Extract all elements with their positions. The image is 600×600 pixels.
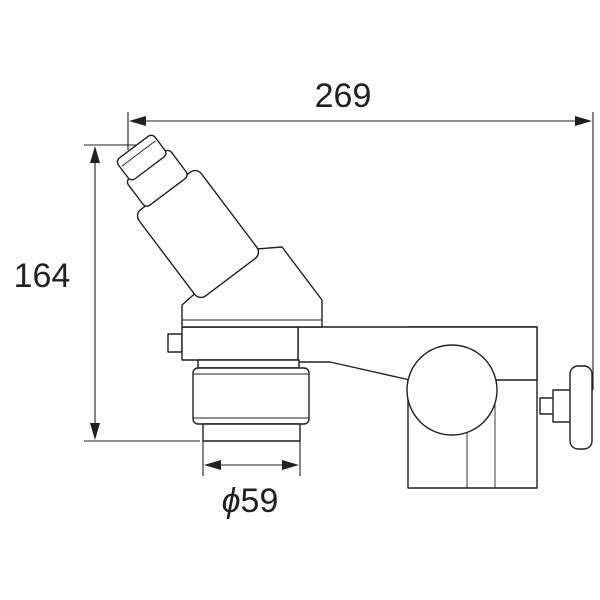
- width-arrow-left: [129, 116, 146, 126]
- diameter-symbol: ϕ: [222, 482, 241, 520]
- knob-shaft: [539, 397, 555, 415]
- diameter-arrow-right: [282, 460, 299, 470]
- focus-knob: [539, 365, 593, 450]
- width-dimension: 269: [127, 77, 594, 390]
- microscope-head: [181, 246, 323, 328]
- arm: [297, 326, 538, 436]
- knob-grip: [569, 365, 593, 450]
- height-dimension: 164: [14, 144, 200, 442]
- eyepiece-cup: [116, 134, 167, 181]
- height-arrow-top: [90, 146, 100, 163]
- eyepiece-cup-line: [121, 140, 156, 167]
- zoom-ring-lower: [192, 367, 310, 425]
- head-housing: [181, 246, 323, 328]
- zoom-ring-divider: [197, 359, 300, 369]
- overall-width-label: 269: [315, 77, 372, 115]
- diameter-dimension: ϕ59: [202, 440, 301, 520]
- diameter-value: 59: [241, 482, 279, 520]
- width-arrow-right: [575, 116, 592, 126]
- zoom-ring-upper: [181, 326, 299, 361]
- eyepiece-tube: [116, 134, 260, 299]
- overall-height-label: 164: [14, 257, 71, 295]
- zoom-body: [167, 326, 310, 442]
- base-diameter-label: ϕ59: [222, 482, 279, 520]
- objective-base: [202, 423, 301, 442]
- knob-hub: [552, 389, 572, 423]
- side-screw: [167, 333, 183, 353]
- arm-pivot-disc: [406, 344, 498, 436]
- diameter-arrow-left: [204, 460, 221, 470]
- height-arrow-bottom: [90, 423, 100, 440]
